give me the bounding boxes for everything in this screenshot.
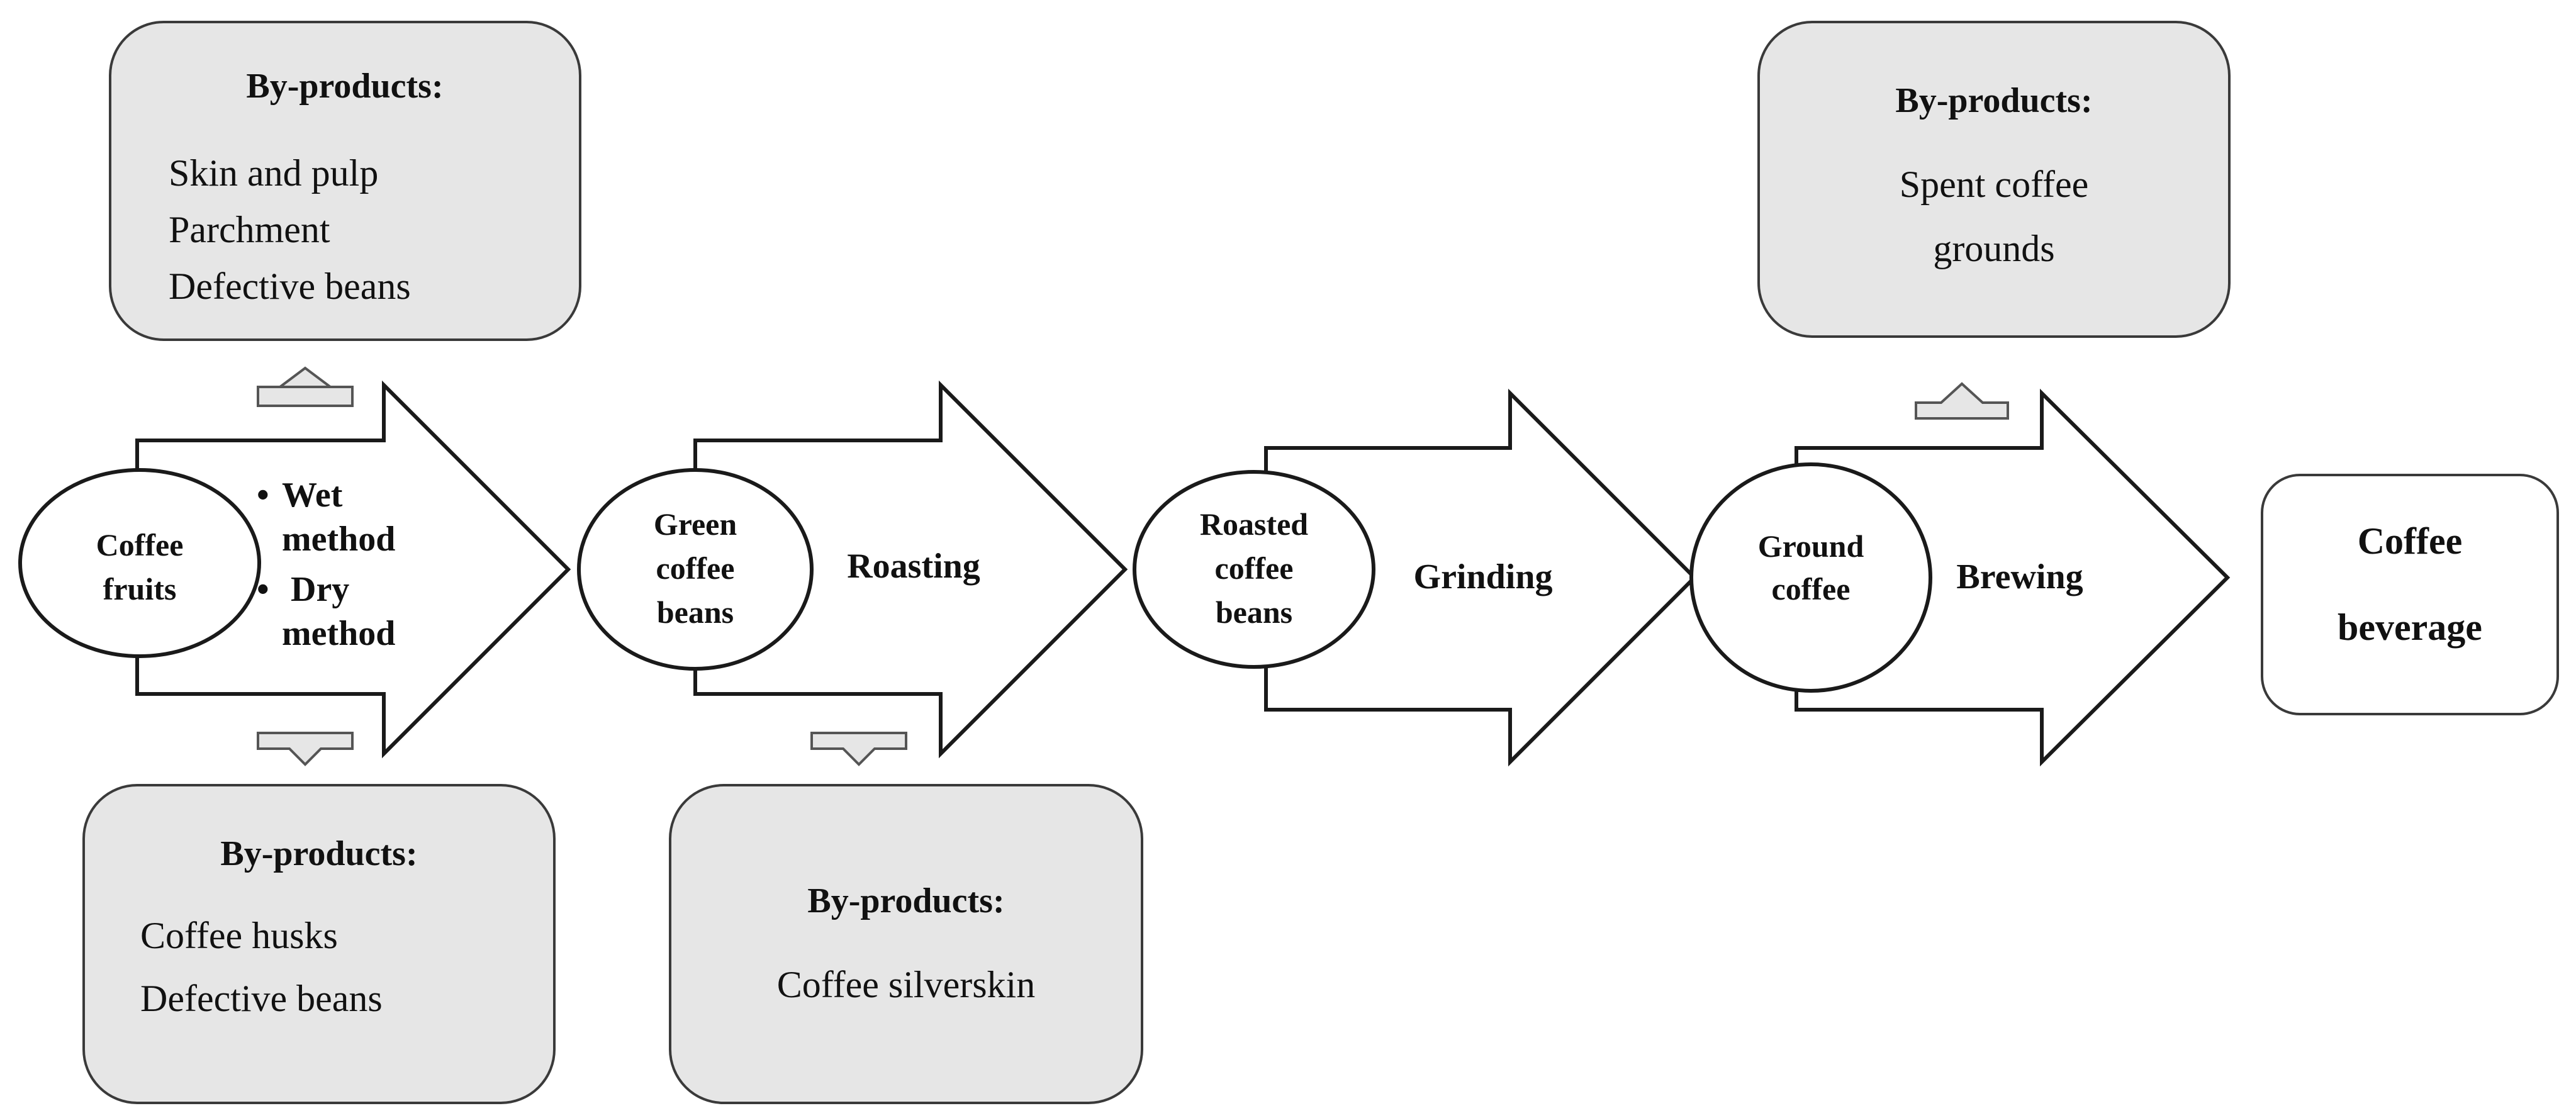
- method-label-line: method: [282, 520, 395, 559]
- byproducts-heading: By-products:: [1895, 81, 2092, 120]
- node-green-coffee-beans: Green coffee beans: [577, 468, 814, 671]
- byproducts-heading: By-products:: [246, 67, 443, 106]
- node-circle: [18, 468, 261, 658]
- byproduct-item: Spent coffee: [1900, 164, 2088, 205]
- method-label-line: method: [282, 614, 395, 653]
- method-label-line: Wet: [282, 476, 343, 515]
- process-arrow-grinding: [1264, 388, 1698, 767]
- byproducts-box-roasting: By-products: Coffee silverskin: [669, 784, 1143, 1104]
- node-label-line: beans: [657, 595, 734, 630]
- small-down-arrow-icon: [810, 732, 907, 766]
- node-circle: [1133, 470, 1375, 669]
- step-label-brewing: Brewing: [1956, 557, 2083, 596]
- byproduct-item: Skin and pulp: [169, 152, 378, 194]
- node-coffee-beverage: Coffee beverage: [2261, 474, 2559, 715]
- byproduct-item: Defective beans: [140, 978, 383, 1019]
- byproducts-box-dry-method-frame: [82, 784, 556, 1104]
- method-label-line: Dry: [291, 570, 349, 609]
- byproducts-box-dry-method: By-products: Coffee husks Defective bean…: [82, 784, 556, 1104]
- final-box-frame: [2261, 474, 2559, 715]
- node-circle: [1689, 462, 1932, 693]
- byproducts-box-brewing: By-products: Spent coffee grounds: [1757, 21, 2231, 338]
- byproduct-item: grounds: [1933, 228, 2054, 269]
- step-label-grinding: Grinding: [1414, 557, 1553, 596]
- node-coffee-fruits: Coffee fruits: [18, 468, 261, 658]
- byproduct-arrow-down-dry: [257, 732, 354, 766]
- node-label-line: Coffee: [96, 527, 184, 562]
- process-arrow-processing: [135, 380, 571, 759]
- node-label-line: coffee: [656, 551, 735, 586]
- node-circle: [577, 468, 814, 671]
- node-label-line: beans: [1216, 595, 1292, 630]
- byproducts-box-brewing-frame: [1757, 21, 2231, 338]
- node-roasted-coffee-beans: Roasted coffee beans: [1133, 470, 1375, 669]
- node-label-line: Green: [654, 506, 737, 542]
- byproduct-arrow-up-brewing: [1915, 382, 2009, 420]
- small-up-arrow-icon: [1915, 382, 2009, 420]
- small-down-arrow-icon: [257, 732, 354, 766]
- small-up-arrow-icon: [257, 366, 354, 407]
- byproduct-arrow-down-roasting: [810, 732, 907, 766]
- node-label-line: Roasted: [1200, 506, 1308, 542]
- byproduct-arrow-up-wet: [257, 366, 354, 407]
- final-label-line: Coffee: [2358, 520, 2463, 562]
- node-label-line: coffee: [1215, 551, 1294, 586]
- node-label-line: coffee: [1772, 571, 1851, 607]
- byproducts-heading: By-products:: [220, 834, 417, 873]
- bullet-dot: •: [257, 570, 269, 609]
- byproducts-heading: By-products:: [807, 881, 1004, 920]
- byproducts-box-wet-method-frame: [109, 21, 581, 341]
- step-processing-methods: • Wet method • Dry method: [257, 476, 395, 653]
- byproduct-item: Defective beans: [169, 266, 411, 307]
- byproduct-item: Coffee husks: [140, 915, 338, 956]
- bullet-dot: •: [257, 476, 269, 515]
- step-label-roasting: Roasting: [847, 547, 980, 586]
- node-label-line: Ground: [1758, 528, 1864, 564]
- byproduct-item: Parchment: [169, 209, 330, 250]
- byproduct-item: Coffee silverskin: [777, 964, 1035, 1005]
- node-ground-coffee: Ground coffee: [1689, 462, 1932, 693]
- final-label-line: beverage: [2338, 607, 2482, 648]
- byproducts-box-wet-method: By-products: Skin and pulp Parchment Def…: [109, 21, 581, 341]
- process-arrow-roasting: [693, 380, 1128, 759]
- node-label-line: fruits: [103, 571, 177, 607]
- byproducts-box-roasting-frame: [669, 784, 1143, 1104]
- process-arrow-brewing: [1795, 388, 2231, 767]
